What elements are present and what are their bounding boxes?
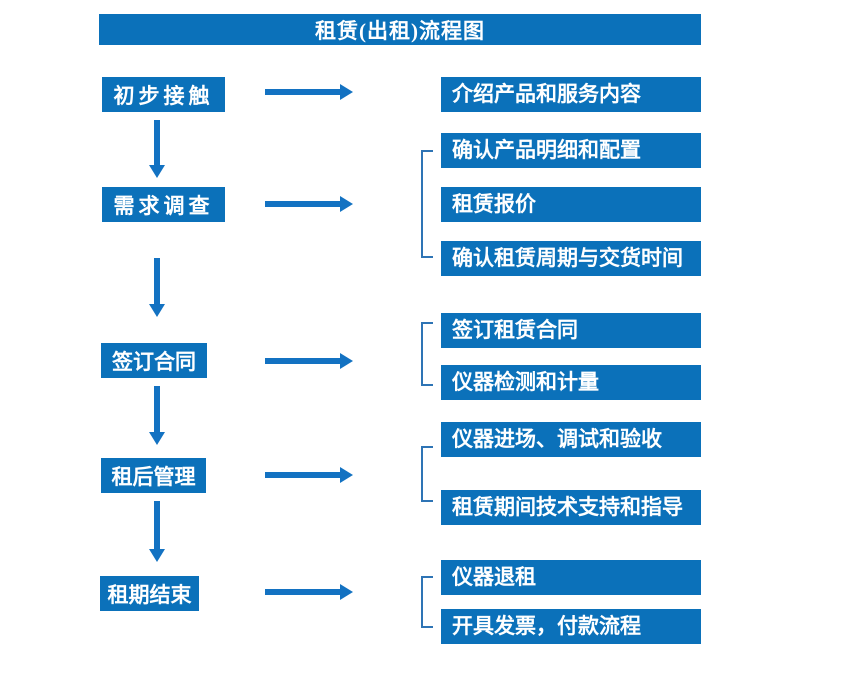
detail-box: 确认租赁周期与交货时间	[441, 241, 701, 276]
arrow-shaft	[154, 386, 160, 432]
step-box-demand-survey: 需求调查	[102, 187, 225, 222]
arrow-head	[340, 467, 353, 483]
arrow-shaft	[154, 501, 160, 549]
step-box-sign-contract: 签订合同	[101, 343, 207, 378]
arrow-down-icon	[149, 120, 165, 178]
arrow-head	[149, 165, 165, 178]
detail-box: 租赁报价	[441, 187, 701, 222]
arrow-head	[340, 584, 353, 600]
arrow-shaft	[265, 472, 341, 478]
arrow-head	[149, 304, 165, 317]
arrow-head	[149, 432, 165, 445]
group-bracket	[421, 150, 433, 258]
arrow-shaft	[265, 589, 341, 595]
step-box-post-rental-management: 租后管理	[101, 458, 206, 493]
step-box-rental-end: 租期结束	[100, 576, 199, 611]
arrow-right-icon	[265, 584, 353, 600]
group-bracket	[421, 322, 433, 386]
arrow-down-icon	[149, 386, 165, 445]
arrow-right-icon	[265, 196, 353, 212]
arrow-head	[340, 196, 353, 212]
arrow-shaft	[265, 358, 341, 364]
arrow-head	[340, 84, 353, 100]
group-bracket	[421, 576, 433, 628]
detail-box: 签订租赁合同	[441, 313, 701, 348]
step-box-initial-contact: 初步接触	[102, 77, 225, 112]
arrow-down-icon	[149, 501, 165, 562]
detail-box: 仪器进场、调试和验收	[441, 422, 701, 457]
detail-box: 介绍产品和服务内容	[441, 77, 701, 112]
arrow-right-icon	[265, 84, 353, 100]
arrow-down-icon	[149, 258, 165, 317]
arrow-right-icon	[265, 467, 353, 483]
page-title: 租赁(出租)流程图	[315, 18, 485, 43]
group-bracket	[421, 446, 433, 502]
arrow-shaft	[154, 120, 160, 165]
detail-box: 确认产品明细和配置	[441, 133, 701, 168]
arrow-right-icon	[265, 353, 353, 369]
detail-box: 仪器检测和计量	[441, 365, 701, 400]
arrow-head	[149, 549, 165, 562]
title-bar: 租赁(出租)流程图	[99, 14, 701, 45]
detail-box: 仪器退租	[441, 560, 701, 595]
arrow-shaft	[154, 258, 160, 304]
detail-box: 租赁期间技术支持和指导	[441, 490, 701, 525]
detail-box: 开具发票，付款流程	[441, 609, 701, 644]
arrow-shaft	[265, 89, 341, 95]
arrow-head	[340, 353, 353, 369]
arrow-shaft	[265, 201, 341, 207]
